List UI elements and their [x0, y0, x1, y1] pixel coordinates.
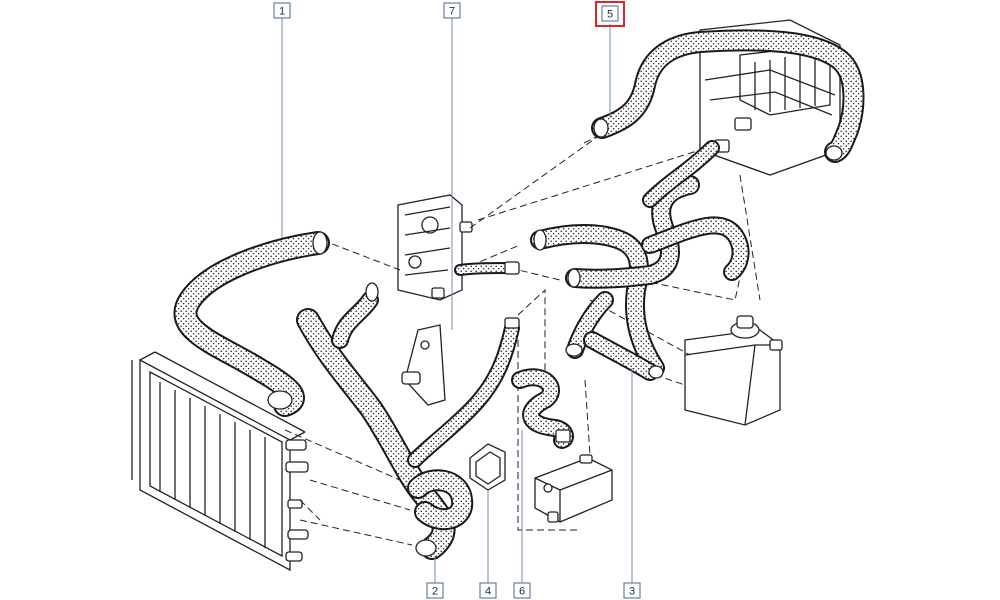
leader-lines — [281, 17, 633, 584]
hose-6 — [511, 368, 574, 449]
callout-5-highlighted[interactable]: 5 — [595, 1, 625, 27]
engine-block — [397, 194, 473, 301]
thermostat-housing — [401, 324, 446, 406]
svg-text:3: 3 — [629, 586, 635, 598]
callout-6[interactable]: 6 — [513, 582, 531, 599]
hose-5 — [591, 29, 865, 163]
hose-bypass — [407, 317, 520, 468]
expansion-tank — [684, 315, 783, 426]
highlight-frame — [595, 1, 625, 27]
heat-exchanger — [534, 454, 613, 523]
svg-text:4: 4 — [485, 586, 491, 598]
callout-3[interactable]: 3 — [623, 582, 641, 599]
hose-2 — [296, 308, 474, 560]
radiator — [131, 351, 309, 572]
callout-4[interactable]: 4 — [479, 582, 497, 599]
hose-3 — [530, 140, 750, 381]
svg-text:5: 5 — [607, 9, 613, 21]
callout-2[interactable]: 2 — [426, 582, 444, 599]
hose-clamp — [469, 443, 506, 491]
svg-text:1: 1 — [279, 6, 285, 18]
svg-text:6: 6 — [519, 586, 525, 598]
svg-text:7: 7 — [449, 6, 455, 18]
hose-1 — [173, 231, 330, 417]
callout-7[interactable]: 7 — [443, 2, 461, 19]
svg-text:2: 2 — [432, 586, 438, 598]
callout-1[interactable]: 1 — [273, 2, 291, 19]
hose-2b — [331, 282, 379, 349]
hose-engine-feed — [454, 261, 520, 276]
